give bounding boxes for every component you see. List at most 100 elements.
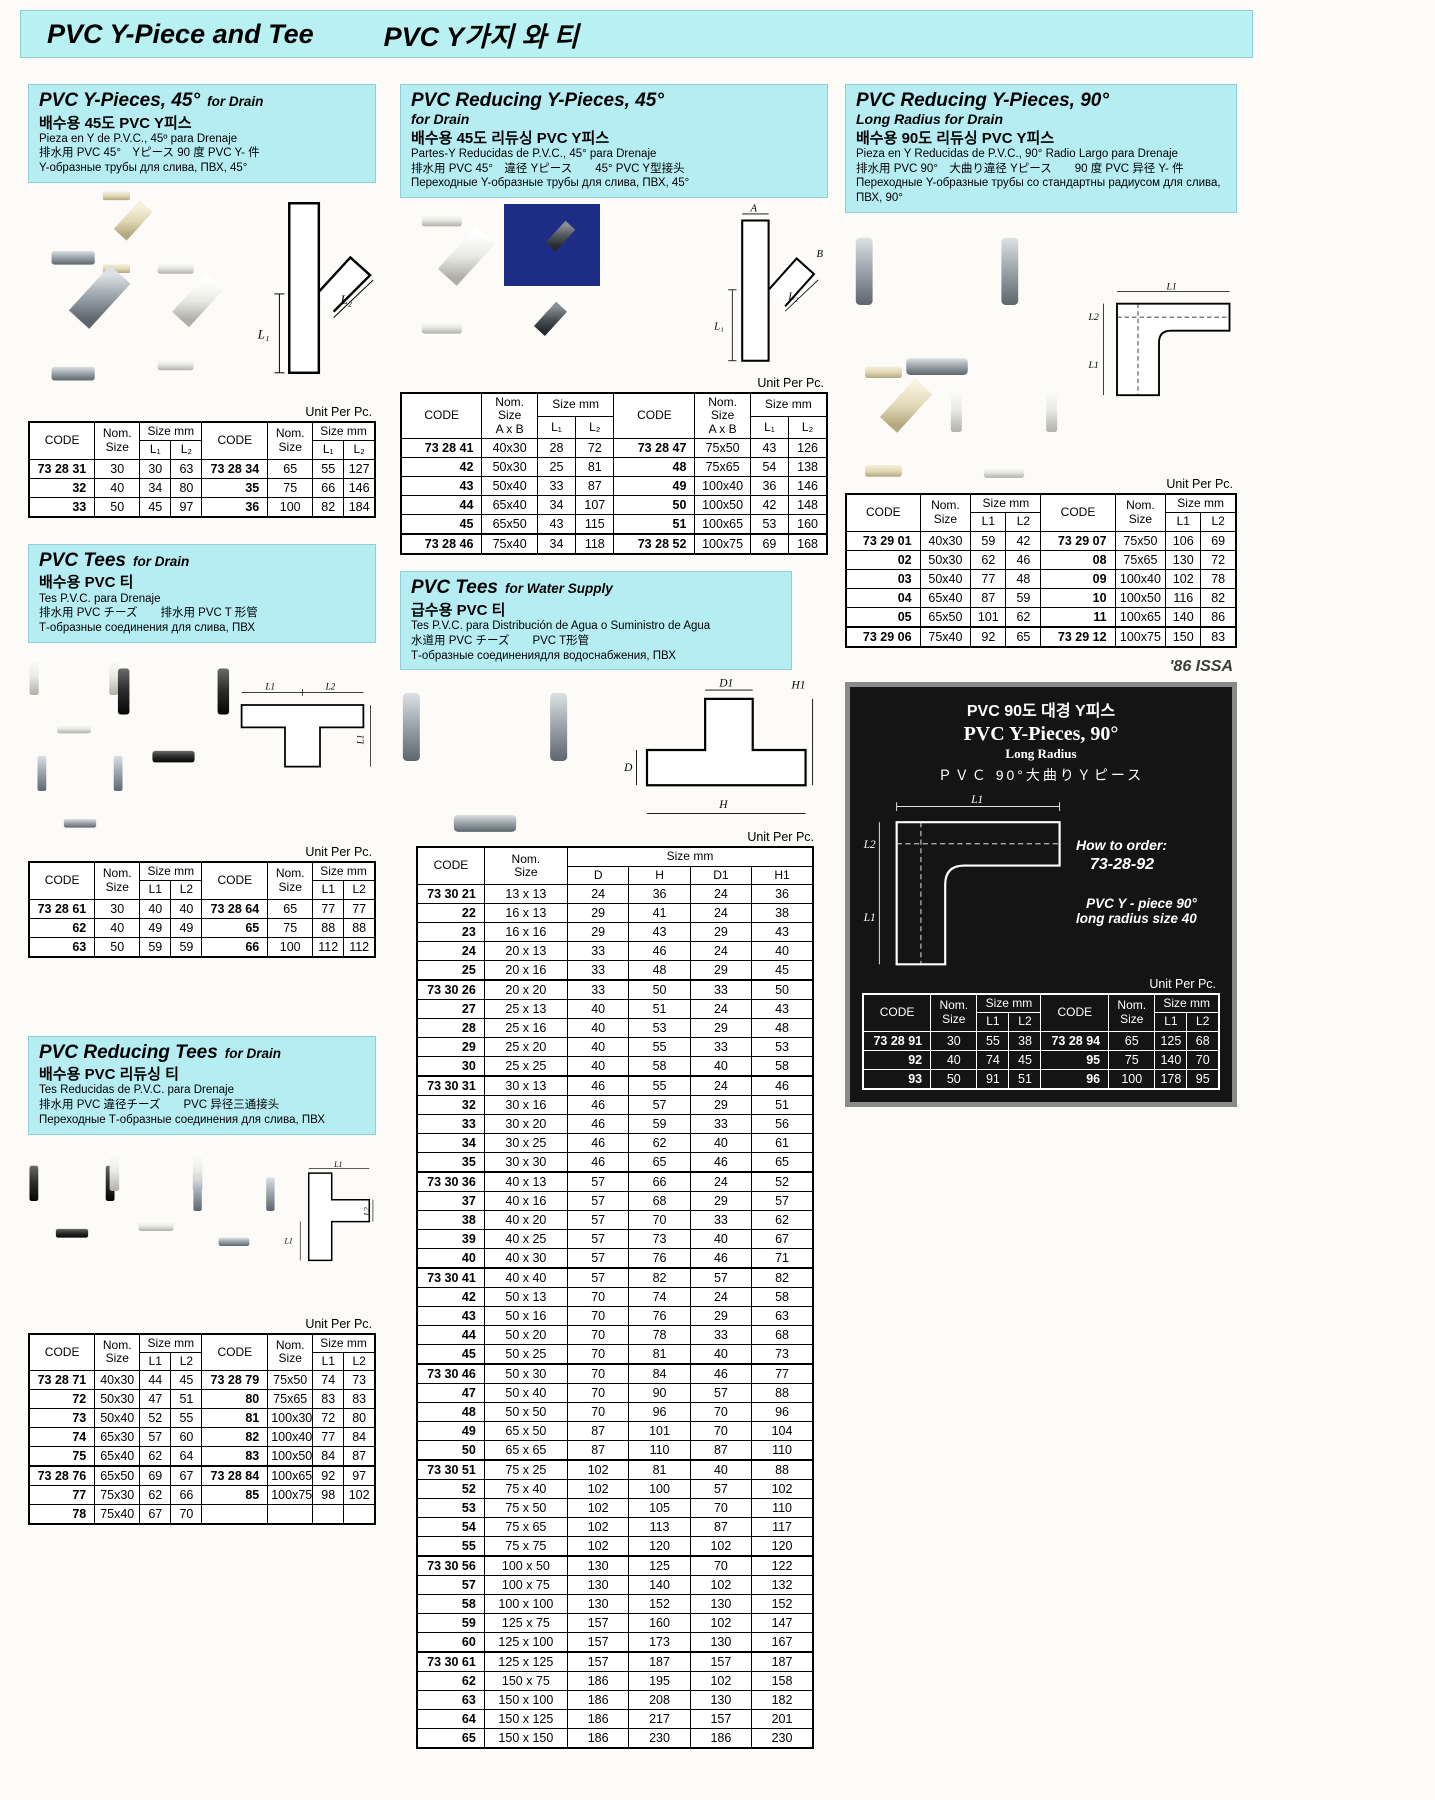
section-title: PVC Reducing Y-Pieces, 90°Long Radius fo… [856, 90, 1109, 127]
dim-label-l1: L1 [264, 681, 275, 691]
col-header-l1: L1 [1154, 1012, 1188, 1032]
tee-photo-gray-large [402, 693, 568, 833]
col-header-l2: L2 [1200, 512, 1237, 532]
col-header-l1: L1 [970, 512, 1007, 532]
tee-photo-white [950, 387, 1058, 478]
col-header-code: CODE [201, 861, 269, 900]
dim-label-l1: L₁ [713, 320, 724, 332]
col-header-l1: L1 [312, 880, 345, 900]
unit-label: Unit Per Pc. [305, 404, 372, 419]
y90-long-radius-panel: PVC 90도 대경 Y피스 PVC Y-Pieces, 90° Long Ra… [845, 681, 1237, 1107]
subtitle-ru: Переходные Y-образные трубы со стандартн… [856, 177, 1221, 205]
subtitle-ru: Переходные Y-образные трубы для слива, П… [411, 177, 690, 190]
subtitle-zh: 排水用 PVC チーズ 排水用 PVC T 形管 [39, 607, 258, 620]
col-header-nom-size: Nom. Size [267, 1333, 314, 1372]
dim-label-l1: L1 [863, 912, 876, 924]
col-header-size-mm: Size mm [139, 1333, 203, 1353]
col-header-nom-size: Nom. Size [267, 861, 314, 900]
photo-area: L1 L2 L1 [28, 649, 376, 841]
unit-label: Unit Per Pc. [305, 1316, 372, 1331]
page-title-en: PVC Y-Piece and Tee [47, 18, 314, 49]
col-header-nom-size: Nom. Size [94, 861, 141, 900]
col-header-l1: L1 [976, 1012, 1010, 1032]
dim-label-d: D [623, 762, 633, 774]
col-header-size-mm: Size mm [1154, 993, 1220, 1014]
col-header-l2: L2 [343, 880, 376, 900]
col-header-nom-size: Nom. Size [930, 993, 978, 1032]
col-header-l2: L2 [1008, 1012, 1042, 1032]
col-header-nom-size: Nom. Size [919, 493, 972, 532]
reducing-tee-dimension-diagram: L1 L2 L1 [283, 1161, 374, 1261]
col-header-code: CODE [400, 392, 483, 440]
dim-label-l2: L₂ [787, 291, 798, 303]
photo-cluster [845, 221, 1073, 478]
page-title-ko: PVC Y가지 와 티 [383, 21, 579, 52]
photo-cluster [400, 676, 578, 833]
col-header-size-mm: Size mm [139, 421, 203, 442]
panel-title-sub: Long Radius [1005, 745, 1077, 761]
middle-column: PVC Reducing Y-Pieces, 45°for Drain 배수용 … [400, 84, 828, 1750]
col-header-l2: L₂ [170, 440, 203, 460]
col-header-d1: D1 [689, 865, 753, 886]
dim-label-d1: D1 [718, 678, 733, 690]
col-header-code: CODE [613, 392, 696, 440]
col-header-l1: L1 [139, 1351, 172, 1372]
col-header-code: CODE [28, 861, 96, 900]
col-header-size-mm: Size mm [970, 493, 1042, 514]
subtitle-ru: Y-образные трубы для слива, ПВХ, 45° [39, 162, 248, 175]
col-header-nom-size: Nom. Size [1108, 993, 1156, 1032]
tee-photo-white [109, 1152, 203, 1231]
section-y-pieces-45: PVC Y-Pieces, 45°for Drain 배수용 45도 PVC Y… [28, 84, 376, 518]
col-header-code: CODE [1040, 493, 1116, 532]
unit-label: Unit Per Pc. [1166, 476, 1233, 491]
dim-label-l1: L1 [1166, 281, 1177, 292]
col-header-l1: L1 [139, 880, 172, 900]
section-reducing-y-90: PVC Reducing Y-Pieces, 90°Long Radius fo… [845, 84, 1237, 648]
tee-photo-gray [193, 1176, 275, 1246]
col-header-nom-size-axb: Nom. Size A x B [694, 392, 751, 440]
col-header-l2: L2 [1186, 1012, 1220, 1032]
subtitle-ru: Т-образные соединения для слива, ПВХ [39, 622, 256, 634]
right-column: PVC Reducing Y-Pieces, 90°Long Radius fo… [845, 84, 1237, 1107]
wye-photo-white [421, 213, 495, 334]
dim-label-l1: L1 [355, 734, 365, 745]
subtitle-ko: 급수용 PVC 티 [411, 601, 506, 619]
col-header-nom-size: Nom. Size [267, 421, 314, 460]
reducing-tees-table: CODE Nom. Size Size mm CODE Nom. Size Si… [28, 1332, 376, 1526]
col-header-l1: L₁ [312, 440, 345, 460]
page-title: PVC Y-Piece and Tee PVC Y가지 와 티 [20, 10, 1253, 58]
